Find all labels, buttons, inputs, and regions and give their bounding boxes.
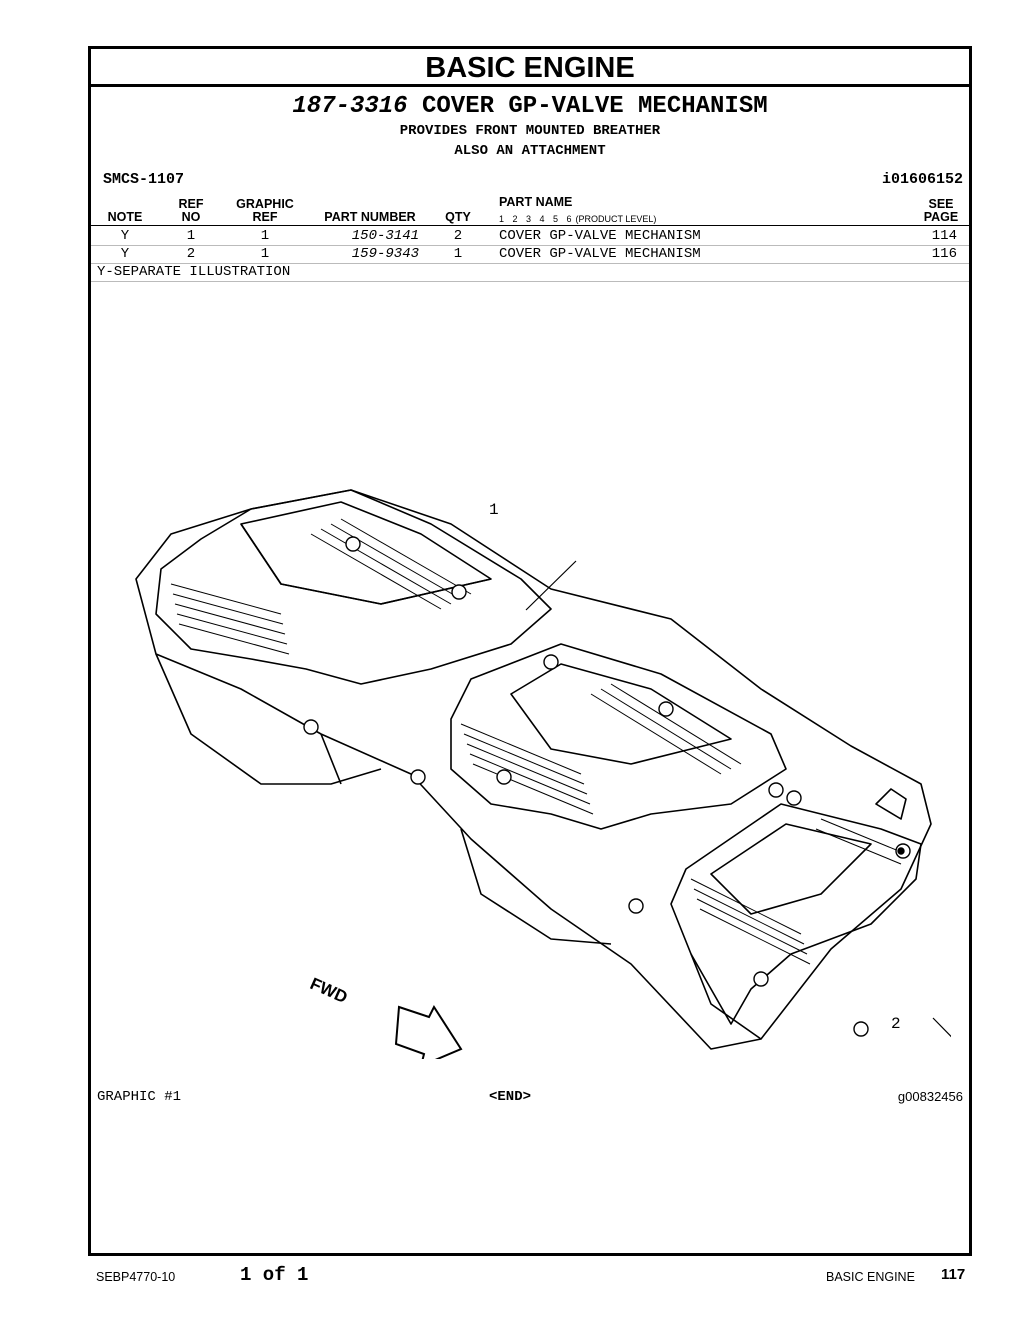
part-note-2: ALSO AN ATTACHMENT xyxy=(454,143,606,159)
header-note: NOTE xyxy=(107,210,143,224)
part-name-title: COVER GP-VALVE MECHANISM xyxy=(421,93,768,120)
header-product-levels: 1 2 3 4 5 6(PRODUCT LEVEL) xyxy=(499,214,656,224)
end-marker: <END> xyxy=(489,1089,532,1105)
graphic-caption: GRAPHIC #1 xyxy=(97,1089,182,1105)
header-graphic-ref-2: REF xyxy=(252,210,278,224)
row2-see-page[interactable]: 116 xyxy=(931,246,957,262)
footer-doc-id: SEBP4770-10 xyxy=(96,1270,176,1284)
part-note-1: PROVIDES FRONT MOUNTED BREATHER xyxy=(399,123,661,139)
header-ref-no-2: NO xyxy=(181,210,201,224)
footer-section: BASIC ENGINE xyxy=(826,1270,915,1284)
table-footnote: Y-SEPARATE ILLUSTRATION xyxy=(97,264,291,280)
row1-note: Y xyxy=(120,228,130,244)
valve-cover-illustration xyxy=(135,489,951,1059)
product-level-numbers: 1 2 3 4 5 6 xyxy=(499,214,572,224)
product-level-label: (PRODUCT LEVEL) xyxy=(575,214,657,224)
header-see-page-2: PAGE xyxy=(923,210,959,224)
row-divider xyxy=(91,245,969,246)
footer-page-of: 1 of 1 xyxy=(240,1264,309,1286)
page-frame: BASIC ENGINE 187-3316 COVER GP-VALVE MEC… xyxy=(88,46,972,1256)
header-divider xyxy=(91,225,969,226)
page-title: 187-3316 COVER GP-VALVE MECHANISM xyxy=(91,93,969,120)
row2-qty: 1 xyxy=(453,246,463,262)
header-graphic-ref-1: GRAPHIC xyxy=(236,197,294,211)
row1-graphic-ref: 1 xyxy=(260,228,270,244)
row-divider xyxy=(91,263,969,264)
section-title: BASIC ENGINE xyxy=(91,49,969,87)
header-qty: QTY xyxy=(445,210,471,224)
row2-note: Y xyxy=(120,246,130,262)
row1-see-page[interactable]: 114 xyxy=(931,228,957,244)
table-bottom-divider xyxy=(91,281,969,282)
row2-part-number[interactable]: 159-9343 xyxy=(351,246,419,262)
row2-part-name: COVER GP-VALVE MECHANISM xyxy=(499,246,701,262)
row1-ref-no: 1 xyxy=(186,228,196,244)
smcs-code: SMCS-1107 xyxy=(103,171,185,188)
header-part-number: PART NUMBER xyxy=(324,210,416,224)
callout-2: 2 xyxy=(891,1015,901,1033)
row1-part-number[interactable]: 150-3141 xyxy=(351,228,419,244)
header-see-page-1: SEE xyxy=(928,197,954,211)
part-number-title[interactable]: 187-3316 xyxy=(292,93,408,120)
row2-ref-no: 2 xyxy=(186,246,196,262)
row2-graphic-ref: 1 xyxy=(260,246,270,262)
illustration-id: i01606152 xyxy=(881,171,963,188)
row1-part-name: COVER GP-VALVE MECHANISM xyxy=(499,228,701,244)
graphic-id: g00832456 xyxy=(897,1089,963,1104)
row1-qty: 2 xyxy=(453,228,463,244)
header-ref-no-1: REF xyxy=(178,197,204,211)
callout-1: 1 xyxy=(489,501,499,519)
header-part-name: PART NAME xyxy=(499,195,573,209)
footer-page-number: 117 xyxy=(941,1266,966,1283)
